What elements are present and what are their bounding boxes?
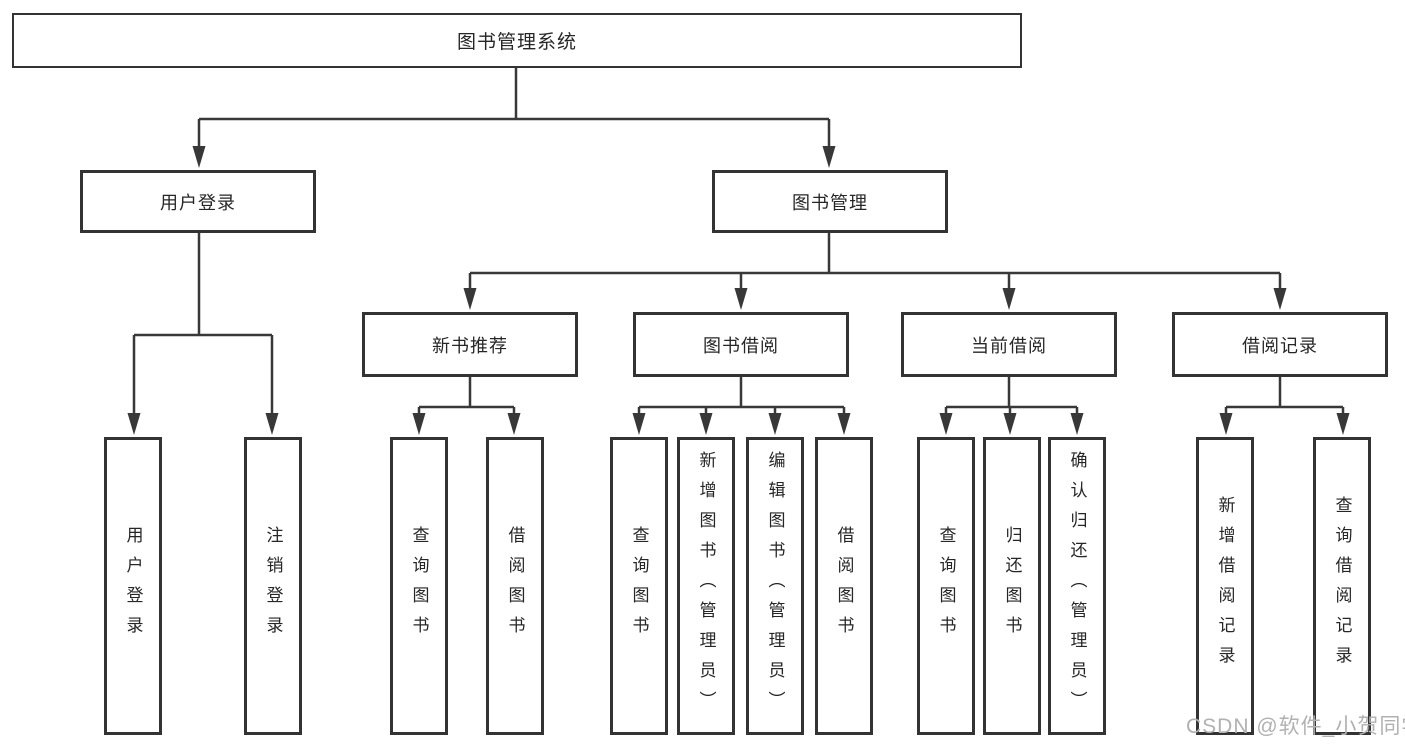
node-root: 图书管理系统 — [12, 13, 1022, 68]
node-user-login: 用户登录 — [80, 170, 316, 233]
node-book-borrowing: 图书借阅 — [633, 312, 849, 377]
node-label: 借阅记录 — [1242, 335, 1318, 356]
node-current-borrowing: 当前借阅 — [901, 312, 1117, 377]
leaf-borrow-add-books-admin: 新增图书（管理员） — [677, 437, 735, 735]
leaf-label: 借阅图书 — [505, 526, 525, 646]
leaf-recommend-query-books: 查询图书 — [390, 437, 448, 735]
leaf-label: 新增图书（管理员） — [696, 451, 716, 721]
node-label: 用户登录 — [160, 192, 236, 213]
leaf-borrow-edit-books-admin: 编辑图书（管理员） — [746, 437, 804, 735]
leaf-logout: 注销登录 — [244, 437, 302, 735]
node-borrowing-records: 借阅记录 — [1172, 312, 1388, 377]
node-book-management: 图书管理 — [712, 170, 948, 233]
leaf-label: 查询借阅记录 — [1332, 496, 1352, 676]
leaf-borrow-borrow-books: 借阅图书 — [815, 437, 873, 735]
arrowheads — [127, 146, 1350, 435]
leaf-records-query-record: 查询借阅记录 — [1313, 437, 1371, 735]
leaf-label: 查询图书 — [409, 526, 429, 646]
leaf-label: 编辑图书（管理员） — [765, 451, 785, 721]
leaf-label: 注销登录 — [263, 526, 283, 646]
leaf-recommend-borrow-books: 借阅图书 — [486, 437, 544, 735]
leaf-records-add-record: 新增借阅记录 — [1196, 437, 1254, 735]
leaf-current-confirm-return-admin: 确认归还（管理员） — [1048, 437, 1106, 735]
csdn-watermark: CSDN @软件_小贺同学 — [1186, 715, 1405, 738]
leaf-label: 新增借阅记录 — [1215, 496, 1235, 676]
leaf-borrow-query-books: 查询图书 — [610, 437, 668, 735]
leaf-label: 查询图书 — [936, 526, 956, 646]
leaf-current-query-books: 查询图书 — [917, 437, 975, 735]
leaf-current-return-books: 归还图书 — [983, 437, 1041, 735]
node-label: 新书推荐 — [432, 335, 508, 356]
leaf-label: 归还图书 — [1002, 526, 1022, 646]
leaf-user-login: 用户登录 — [104, 437, 162, 735]
node-new-book-recommendation: 新书推荐 — [362, 312, 578, 377]
node-root-label: 图书管理系统 — [456, 32, 577, 53]
node-label: 图书借阅 — [703, 335, 779, 356]
leaf-label: 借阅图书 — [834, 526, 854, 646]
node-label: 当前借阅 — [971, 335, 1047, 356]
leaf-label: 用户登录 — [123, 526, 143, 646]
leaf-label: 查询图书 — [629, 526, 649, 646]
leaf-label: 确认归还（管理员） — [1067, 451, 1087, 721]
node-label: 图书管理 — [792, 192, 868, 213]
